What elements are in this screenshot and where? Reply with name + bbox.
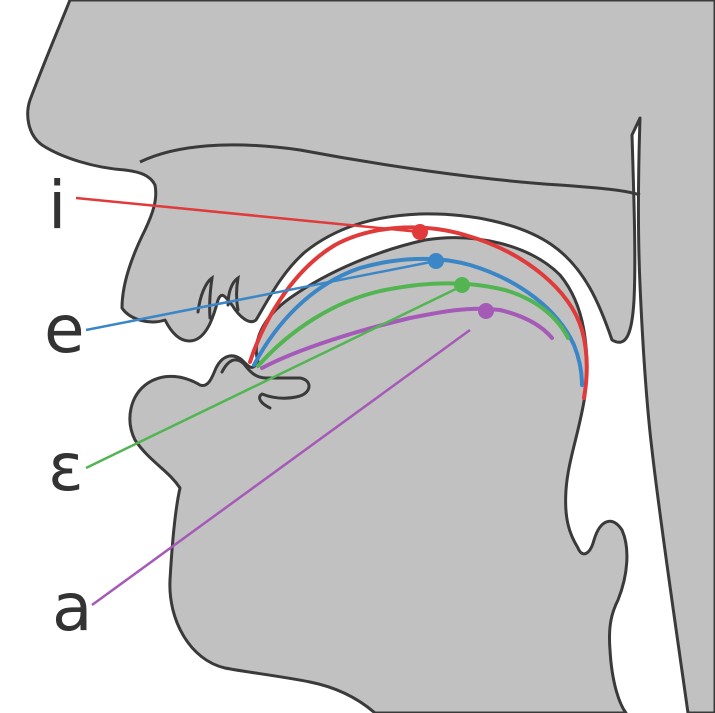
vowel-label-e: e [44,291,85,368]
vowel-label-a: a [52,569,92,646]
vowel-label-i: i [48,167,66,244]
vowel-label-epsilon: ɛ [48,429,84,506]
tongue-peak-dot-epsilon [454,277,470,293]
tongue-peak-dot-a [478,303,494,319]
tongue-peak-dot-i [412,224,428,240]
tongue-peak-dot-e [428,253,444,269]
